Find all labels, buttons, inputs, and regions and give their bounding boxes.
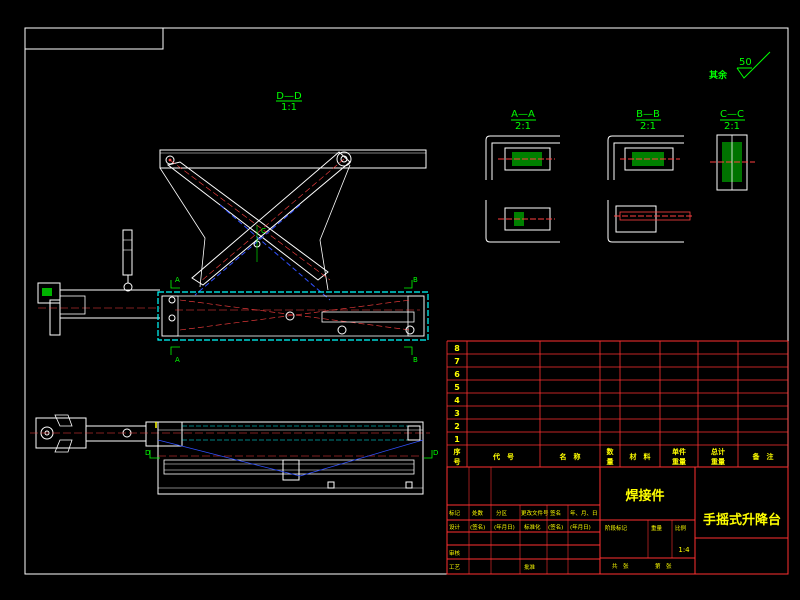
svg-text:2:1: 2:1 xyxy=(724,121,740,132)
svg-text:(签名): (签名) xyxy=(548,523,563,531)
header-qty-bottom: 量 xyxy=(607,457,614,466)
svg-text:A: A xyxy=(175,276,180,284)
header-name: 名 称 xyxy=(560,452,581,461)
section-cc: C—C 2:1 xyxy=(710,109,755,191)
svg-text:更改文件号: 更改文件号 xyxy=(521,509,549,517)
header-unit_weight-top: 单件 xyxy=(672,447,686,456)
svg-text:1:1: 1:1 xyxy=(281,102,297,113)
parts-row-number: 4 xyxy=(454,396,460,405)
svg-text:D—D: D—D xyxy=(276,91,302,102)
svg-text:工艺: 工艺 xyxy=(449,564,461,571)
svg-text:处数: 处数 xyxy=(472,509,484,517)
title-block: 焊接件 手摇式升降台 1:4 标记 处数 分区 更改文件号 签名 年、月、日 设… xyxy=(446,466,789,575)
svg-text:批准: 批准 xyxy=(524,563,536,571)
parts-row-number: 2 xyxy=(454,422,460,431)
lift-platform-front-view: C A A B B xyxy=(37,149,429,364)
svg-text:C—C: C—C xyxy=(720,109,744,120)
svg-text:设计: 设计 xyxy=(449,523,461,531)
drawing-title: 手摇式升降台 xyxy=(703,512,781,528)
parts-list-table: 87654321序号代 号名 称数量材 料单件重量总计重量备 注 xyxy=(446,340,789,468)
part-name: 焊接件 xyxy=(625,488,664,504)
svg-text:比例: 比例 xyxy=(675,524,687,532)
svg-text:D: D xyxy=(433,449,438,457)
svg-text:(签名): (签名) xyxy=(470,523,485,531)
svg-text:D: D xyxy=(145,449,150,457)
svg-text:标记: 标记 xyxy=(449,509,461,517)
parts-row-number: 3 xyxy=(454,409,460,418)
svg-text:第 张: 第 张 xyxy=(655,562,672,570)
svg-text:B—B: B—B xyxy=(636,109,660,120)
header-material: 材 料 xyxy=(629,452,651,461)
svg-text:其余: 其余 xyxy=(709,69,728,81)
section-aa: A—A 2:1 xyxy=(485,109,560,243)
svg-text:50: 50 xyxy=(739,57,752,68)
section-bb: B—B 2:1 xyxy=(607,109,694,243)
svg-text:共 张: 共 张 xyxy=(612,562,629,570)
svg-text:审核: 审核 xyxy=(449,549,461,557)
svg-text:(年月日): (年月日) xyxy=(570,523,591,531)
header-remark: 备 注 xyxy=(752,452,774,461)
header-unit_weight-bottom: 重量 xyxy=(672,457,686,466)
svg-text:A: A xyxy=(175,356,180,364)
svg-text:B: B xyxy=(413,356,418,364)
svg-text:A—A: A—A xyxy=(511,109,535,120)
header-seq-top: 序 xyxy=(453,447,461,456)
svg-text:阶段标记: 阶段标记 xyxy=(605,524,628,532)
header-seq-bottom: 号 xyxy=(454,457,461,466)
parts-row-number: 8 xyxy=(454,344,460,353)
svg-text:签名: 签名 xyxy=(550,509,561,517)
header-total_weight-bottom: 重量 xyxy=(711,457,725,466)
drawing-border xyxy=(24,27,789,575)
scale-value: 1:4 xyxy=(678,546,690,554)
parts-row-number: 6 xyxy=(454,370,460,379)
svg-text:标准化: 标准化 xyxy=(524,523,541,531)
svg-text:重量: 重量 xyxy=(651,524,663,532)
parts-row-number: 1 xyxy=(454,435,460,444)
svg-text:C: C xyxy=(261,227,266,235)
code-box xyxy=(24,27,164,50)
section-dd-label: D—D 1:1 xyxy=(276,91,302,113)
svg-text:分区: 分区 xyxy=(496,509,508,517)
parts-row-number: 7 xyxy=(454,357,460,366)
svg-text:2:1: 2:1 xyxy=(515,121,531,132)
svg-text:(年月日): (年月日) xyxy=(494,523,515,531)
lift-platform-top-view: D D xyxy=(30,414,438,495)
parts-row-number: 5 xyxy=(454,383,460,392)
svg-text:年、月、日: 年、月、日 xyxy=(570,509,598,517)
svg-text:2:1: 2:1 xyxy=(640,121,656,132)
header-qty-top: 数 xyxy=(607,447,615,456)
header-total_weight-top: 总计 xyxy=(711,447,725,456)
roughness-symbol: 其余 50 xyxy=(709,51,771,81)
svg-text:B: B xyxy=(413,276,418,284)
header-code: 代 号 xyxy=(492,452,514,461)
